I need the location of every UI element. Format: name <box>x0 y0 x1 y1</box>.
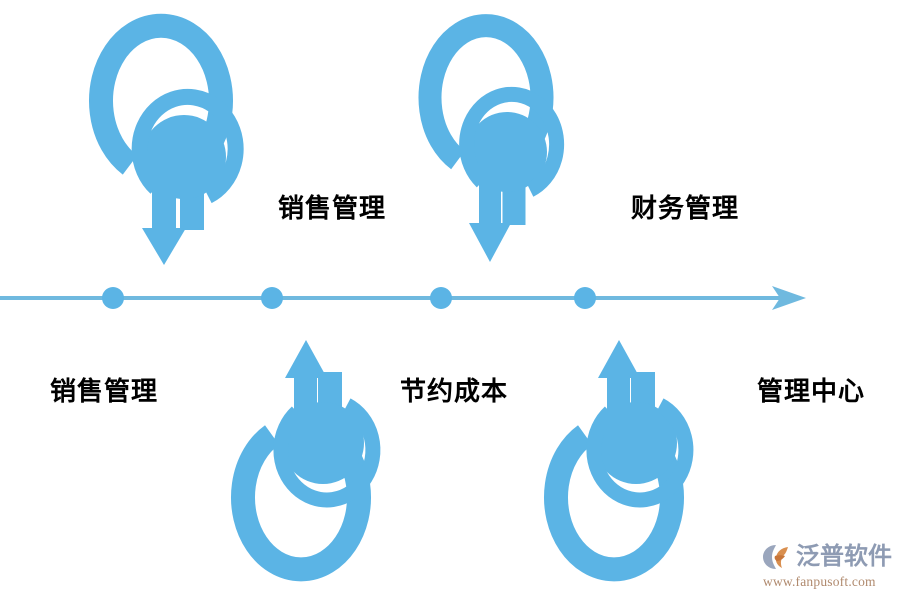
watermark-brand-row: 泛普软件 <box>762 543 892 571</box>
watermark-url-text: www.fanpusoft.com <box>763 573 876 589</box>
spiral-outer-arm <box>89 13 233 230</box>
spiral-inner-arm <box>131 88 244 204</box>
spiral-outer-arm <box>418 14 554 225</box>
arrow-stem-up <box>607 375 630 445</box>
spiral-outer-arm <box>231 372 371 582</box>
label-top-finance-management: 财务管理 <box>631 193 740 223</box>
watermark-brand-text: 泛普软件 <box>796 543 892 570</box>
timeline-node-1[interactable] <box>102 287 124 309</box>
spiral-bottom-1 <box>231 340 381 582</box>
arrow-stem-up <box>294 375 317 445</box>
spiral-inner-arm <box>586 398 694 508</box>
arrow-head-up <box>285 340 327 378</box>
spiral-outer-arm <box>544 372 684 582</box>
spiral-top-1 <box>89 13 244 265</box>
timeline-node-3[interactable] <box>430 287 452 309</box>
timeline-node-2[interactable] <box>261 287 283 309</box>
spiral-top-2 <box>418 14 565 262</box>
arrow-stem-down <box>479 155 501 223</box>
arrow-head-up <box>598 340 640 378</box>
label-top-sales-management: 销售管理 <box>278 193 387 223</box>
arrow-head-down <box>142 228 186 265</box>
spiral-bottom-2 <box>544 340 694 582</box>
arrow-stem-down <box>152 160 176 230</box>
label-bottom-sales-management: 销售管理 <box>50 376 159 406</box>
timeline-node-4[interactable] <box>574 287 596 309</box>
arrow-head-down <box>469 223 511 262</box>
fanpu-logo-icon <box>763 544 788 569</box>
label-bottom-cost-saving: 节约成本 <box>400 376 509 406</box>
spiral-inner-arm <box>459 86 565 197</box>
spiral-inner-arm <box>273 398 381 508</box>
label-bottom-management-center: 管理中心 <box>757 376 866 406</box>
timeline-arrowhead <box>772 286 806 310</box>
watermark: 泛普软件 www.fanpusoft.com <box>762 538 894 594</box>
